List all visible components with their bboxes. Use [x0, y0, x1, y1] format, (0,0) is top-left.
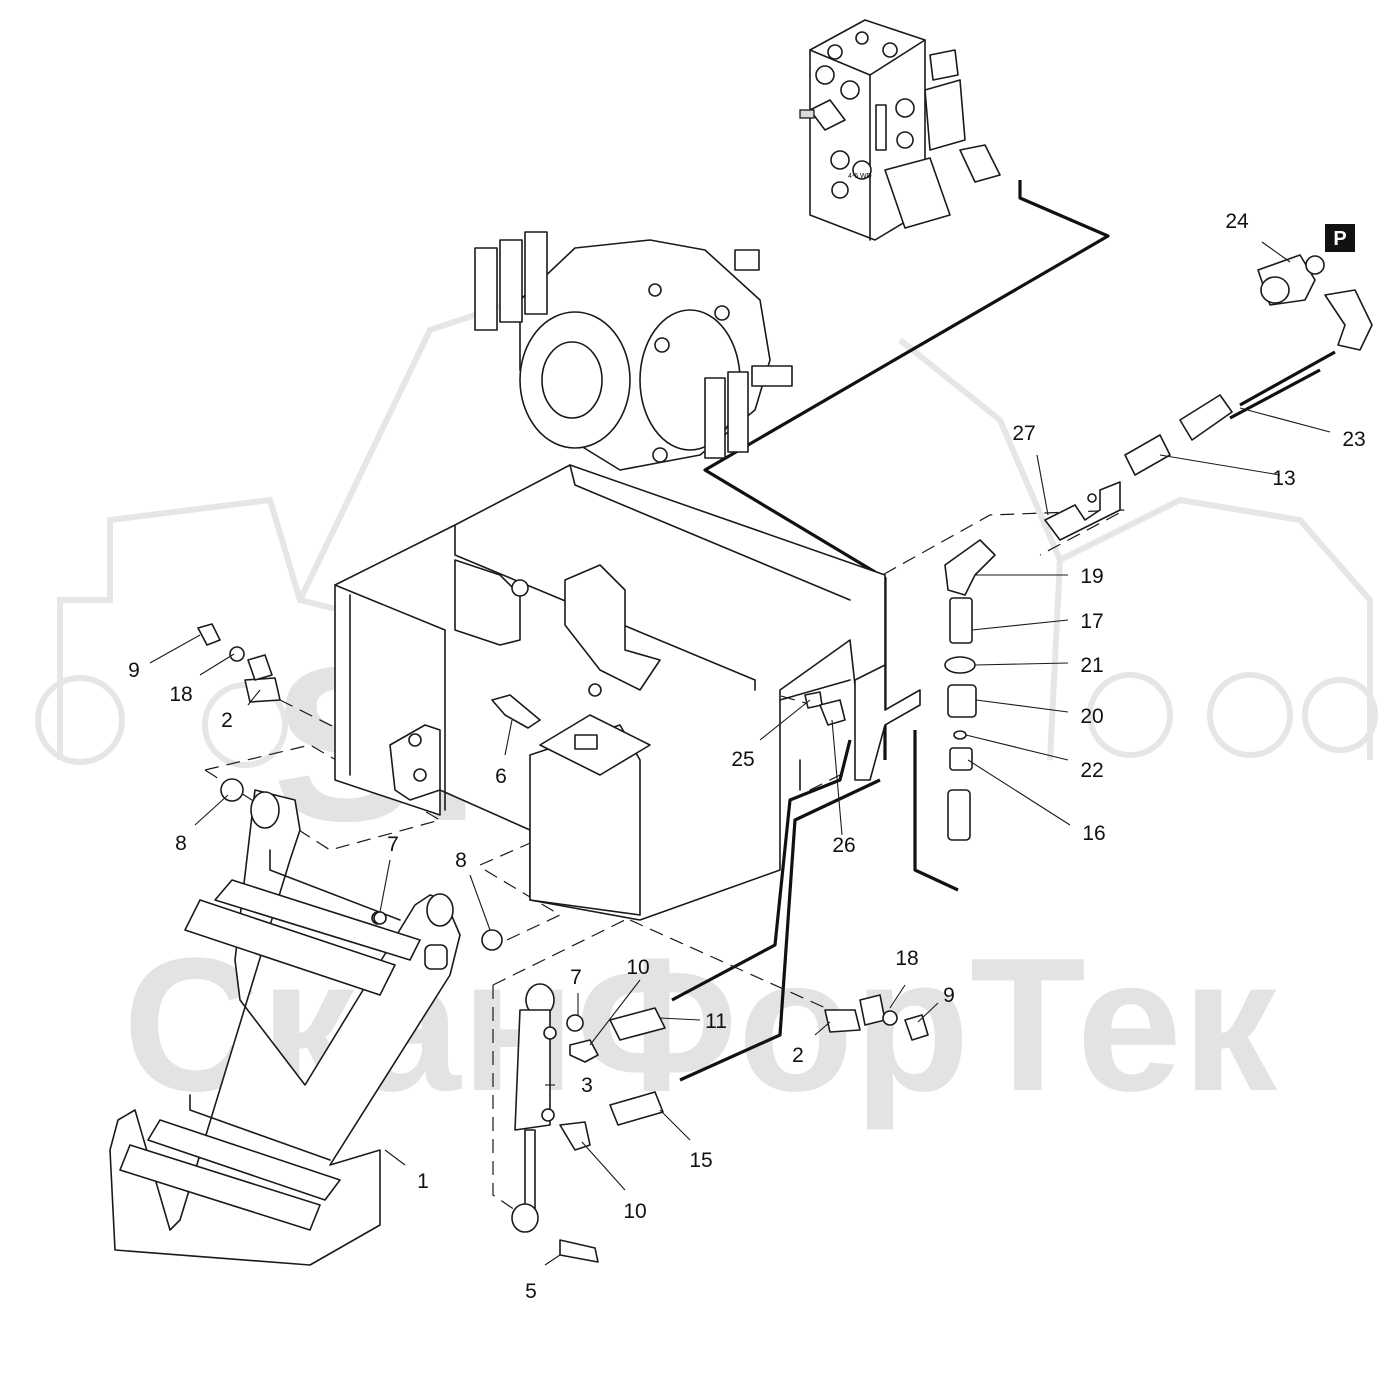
callout-19: 19 [1080, 565, 1103, 588]
washer-18-left [229, 646, 245, 662]
elbow-19 [944, 539, 996, 596]
callout-9-left: 9 [128, 659, 140, 682]
callout-22: 22 [1080, 759, 1103, 782]
brake-pads-left [474, 231, 548, 331]
callout-1: 1 [417, 1170, 429, 1193]
callout-15: 15 [689, 1149, 712, 1172]
pin-2-right [824, 1009, 861, 1033]
valve-block-marking: 4-6 WD [848, 173, 872, 180]
valve-block: 4-6 WD [799, 19, 1001, 241]
valve-hose-fitting [959, 144, 1001, 183]
pin-2-left [244, 677, 281, 703]
bolt-6 [491, 694, 541, 729]
callout-7-upper: 7 [387, 833, 399, 856]
callout-10-upper: 10 [626, 956, 649, 979]
nut-20 [947, 684, 977, 718]
callout-10-lower: 10 [623, 1200, 646, 1223]
frame-bolts [373, 691, 846, 925]
cylinder-hose-fittings [609, 1007, 666, 1126]
callout-21: 21 [1080, 654, 1103, 677]
p-port-assembly [1124, 254, 1373, 476]
callout-13: 13 [1272, 467, 1295, 490]
bracket-27 [1044, 481, 1121, 541]
bolt-26 [819, 699, 846, 726]
elbow-fitting-10-upper [569, 1039, 599, 1063]
badge-box [1325, 224, 1355, 252]
callout-25: 25 [731, 748, 754, 771]
washer-left-8 [220, 778, 244, 802]
o-ring-21 [944, 656, 976, 674]
callout-23: 23 [1342, 428, 1365, 451]
washer-7-lower [566, 1014, 584, 1032]
adapter-13 [1124, 434, 1171, 476]
callout-17: 17 [1080, 610, 1103, 633]
hose-fitting-15 [609, 1091, 664, 1126]
callout-7-lower: 7 [570, 966, 582, 989]
cylinder-barrel [514, 1009, 551, 1131]
bolt-5 [559, 1239, 599, 1263]
ladder-pin-right [424, 944, 448, 970]
callout-6: 6 [495, 765, 507, 788]
hose-end-16 [947, 789, 971, 841]
watermark-machine-outline-right [898, 337, 1378, 761]
callout-2-right: 2 [792, 1044, 804, 1067]
callout-labels: 1 2 2 3 5 6 7 7 8 8 9 9 10 10 11 13 15 1… [128, 210, 1366, 1303]
pressure-port-badge: P [1325, 224, 1355, 252]
callout-8-right: 8 [455, 849, 467, 872]
callout-11: 11 [705, 1010, 727, 1033]
ladder-step-lower [119, 1119, 341, 1231]
callout-2-left: 2 [221, 709, 233, 732]
callout-3: 3 [581, 1074, 593, 1097]
callout-26: 26 [832, 834, 855, 857]
callout-20: 20 [1080, 705, 1103, 728]
brake-pads-right [704, 365, 793, 459]
transmission-housing [474, 231, 793, 471]
frame-bracket-slot [564, 564, 661, 691]
callout-16: 16 [1082, 822, 1105, 845]
hose-elbow-23 [1324, 289, 1373, 351]
ladder-step-upper [184, 879, 421, 996]
right-pin-hardware [824, 994, 929, 1041]
adapter-17 [949, 597, 973, 644]
leader-lines [149, 241, 1331, 1266]
frame-right-bracket [854, 664, 921, 781]
callout-8-left: 8 [175, 832, 187, 855]
hose-line-right-fitting [913, 730, 959, 892]
dash-bolt-26 [789, 774, 841, 801]
washer-18-right [882, 1010, 898, 1026]
washer-7-upper [373, 911, 387, 925]
callout-9-right: 9 [943, 984, 955, 1007]
hose-line-cylinder-lower [679, 778, 881, 1082]
chassis-frame [334, 464, 921, 921]
seal-22 [953, 730, 967, 740]
callout-18-left: 18 [169, 683, 192, 706]
step-ladder [109, 778, 503, 1266]
badge-label: P [1333, 228, 1346, 250]
dash-cylinder-vertical [492, 985, 516, 1211]
dash-lower-box [484, 869, 562, 949]
callout-5: 5 [525, 1280, 537, 1303]
valve-solenoid-upper [924, 79, 966, 151]
fitting-16 [949, 747, 973, 771]
washer-right-8 [481, 929, 503, 951]
hydraulic-cylinder [511, 983, 599, 1263]
hose-fitting-11 [609, 1007, 666, 1041]
fitting-stack [944, 539, 996, 841]
left-pin-hardware [197, 623, 281, 703]
hose-fitting-23 [1179, 394, 1233, 441]
frame-window [454, 559, 521, 646]
hose-line-p-port [1239, 350, 1336, 407]
dash-bracket-27 [729, 509, 1126, 661]
callout-27: 27 [1012, 422, 1035, 445]
dash-right-pin [629, 919, 831, 1011]
frame-left-lug [389, 724, 441, 801]
callout-18-right: 18 [895, 947, 918, 970]
bolt-9-left [197, 623, 221, 646]
bolt-9-right [904, 1014, 929, 1041]
valve-solenoid-lower [884, 157, 951, 229]
callout-24: 24 [1225, 210, 1249, 233]
cylinder-rod [524, 1129, 536, 1211]
hose-line-p-port-2 [1229, 368, 1321, 420]
